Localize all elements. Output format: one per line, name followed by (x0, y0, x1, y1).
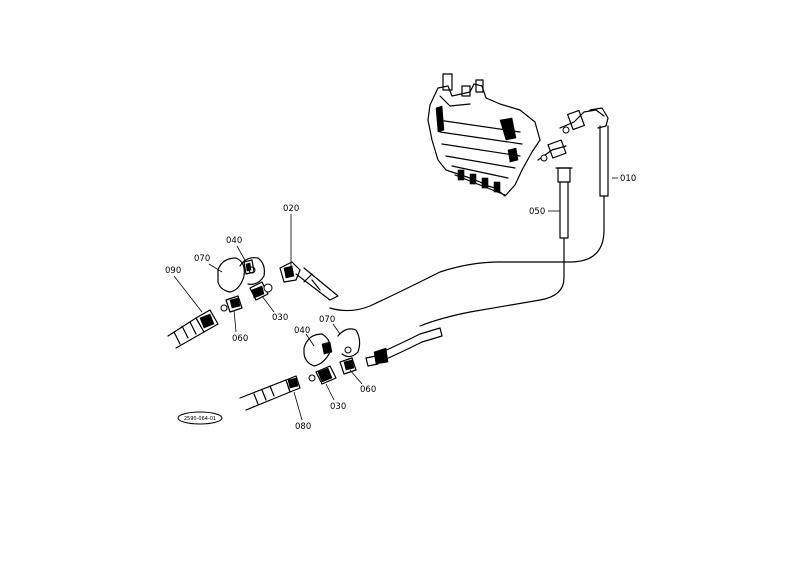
callout-090: 090 (165, 266, 181, 276)
hose-lower (365, 327, 443, 367)
drawing-code-badge: 2590-064-01 (177, 411, 223, 425)
drawing-code: 2590-064-01 (184, 416, 216, 422)
callout-060-lower: 060 (360, 385, 376, 395)
pipe-010 (329, 125, 609, 312)
callout-070-upper: 070 (194, 254, 210, 264)
callout-020: 020 (283, 204, 299, 214)
pipe-050 (419, 181, 569, 327)
callout-010: 010 (620, 174, 636, 184)
callout-070-lower: 070 (319, 315, 335, 325)
leader-lines (173, 177, 618, 421)
callout-080: 080 (295, 422, 311, 432)
callout-040-upper: 040 (226, 236, 242, 246)
callout-030-lower: 030 (330, 402, 346, 412)
callout-040-lower: 040 (294, 326, 310, 336)
callout-labels: 010 020 040 070 090 030 060 050 040 070 … (165, 174, 636, 432)
drawing-code-oval (177, 411, 223, 425)
control-valve-assembly (427, 73, 541, 197)
lower-fitting-group (239, 328, 361, 411)
valve-fittings (537, 107, 609, 183)
callout-030-upper: 030 (272, 313, 288, 323)
upper-fitting-group (167, 257, 339, 349)
callout-060-upper: 060 (232, 334, 248, 344)
callout-050: 050 (529, 207, 545, 217)
